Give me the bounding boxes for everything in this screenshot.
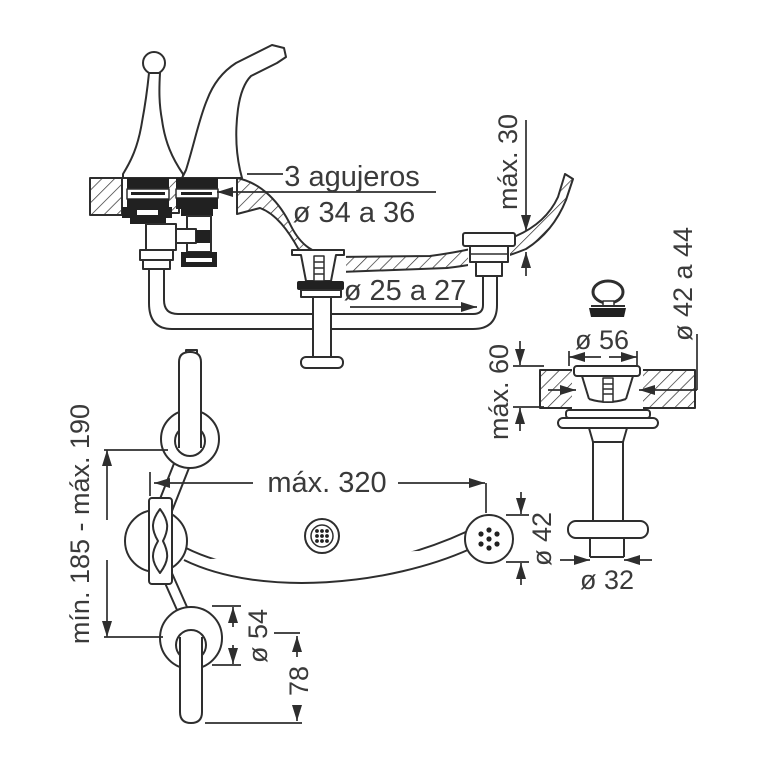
- label-lever-projection: 78: [284, 666, 314, 696]
- plug-ring: [591, 279, 625, 305]
- side-view-dimensions: 3 agujeros ø 34 a 36 máx. 30 ø 25 a 27: [217, 114, 531, 312]
- drain-tailpipe: [567, 442, 649, 558]
- plug-body: [589, 308, 626, 317]
- mixer-body-plan: [124, 497, 471, 585]
- shank-escutcheon: [462, 232, 516, 247]
- handle-knob: [142, 51, 166, 75]
- plan-view-dimensions: mín. 185 - máx. 190 máx. 320 ø 42 ø 54 7…: [65, 404, 557, 724]
- label-escutcheon-diameter: ø 54: [243, 609, 273, 663]
- spout-plan-lower-edge: [183, 548, 471, 584]
- label-counter-thickness: máx. 60: [484, 344, 514, 440]
- supply-tube: [172, 290, 498, 330]
- drain-flange: [300, 289, 342, 298]
- valve-cap: [196, 230, 210, 243]
- label-shank-hole-diameter: ø 25 a 27: [344, 275, 467, 307]
- spout-outlet-plan: [464, 514, 514, 564]
- side-view: 3 agujeros ø 34 a 36 máx. 30 ø 25 a 27: [89, 44, 574, 383]
- pop-up-plug: [589, 279, 626, 317]
- drain-detail-dimensions: ø 56 ø 42 a 44 máx. 60 ø 32: [484, 227, 698, 595]
- counter-hatched-left: [539, 369, 577, 409]
- plan-view: mín. 185 - máx. 190 máx. 320 ø 42 ø 54 7…: [65, 351, 557, 724]
- drain-washer-upper: [565, 409, 651, 419]
- label-handle-span: mín. 185 - máx. 190: [65, 404, 95, 644]
- label-tailpipe-diameter: ø 32: [580, 565, 634, 595]
- handle-bottom-plan: [159, 606, 223, 724]
- faucet-handle: [122, 51, 184, 179]
- deck-hatched-left: [89, 177, 123, 216]
- drain-gasket: [297, 281, 344, 290]
- label-holes-diameter: ø 34 a 36: [293, 197, 416, 229]
- center-drain-assembly: [291, 249, 346, 369]
- handle-top-plan: [160, 351, 220, 469]
- lever-stem-bottom: [179, 637, 203, 724]
- label-holes-count: 3 agujeros: [284, 161, 419, 193]
- label-drain-flange-diameter: ø 56: [575, 325, 629, 355]
- drain-lip: [573, 365, 641, 377]
- label-outlet-diameter: ø 42: [527, 512, 557, 566]
- inlet-shank: [462, 232, 516, 290]
- drain-washer-lower: [557, 417, 659, 429]
- label-spout-reach: máx. 320: [267, 467, 386, 499]
- body-lever-plan: [152, 508, 169, 574]
- handle-body: [122, 72, 184, 179]
- lever-stem-top: [178, 351, 202, 448]
- supply-valve-elbow: [139, 223, 210, 330]
- drain-hole-plan: [304, 518, 340, 554]
- label-rim-thickness: máx. 30: [493, 114, 523, 210]
- drain-body: [557, 364, 659, 443]
- drain-foot: [300, 356, 344, 369]
- label-drain-hole-diameter: ø 42 a 44: [668, 227, 698, 341]
- aerator-dots: [478, 527, 500, 551]
- faucet-mounting-hardware: [122, 178, 219, 267]
- counter-hatched-right: [638, 369, 696, 409]
- tailpipe-collar: [567, 520, 649, 539]
- faucet-spout: [181, 44, 287, 179]
- drain-detail-view: ø 56 ø 42 a 44 máx. 60 ø 32: [484, 227, 698, 595]
- drain-screw-detail: [602, 377, 614, 403]
